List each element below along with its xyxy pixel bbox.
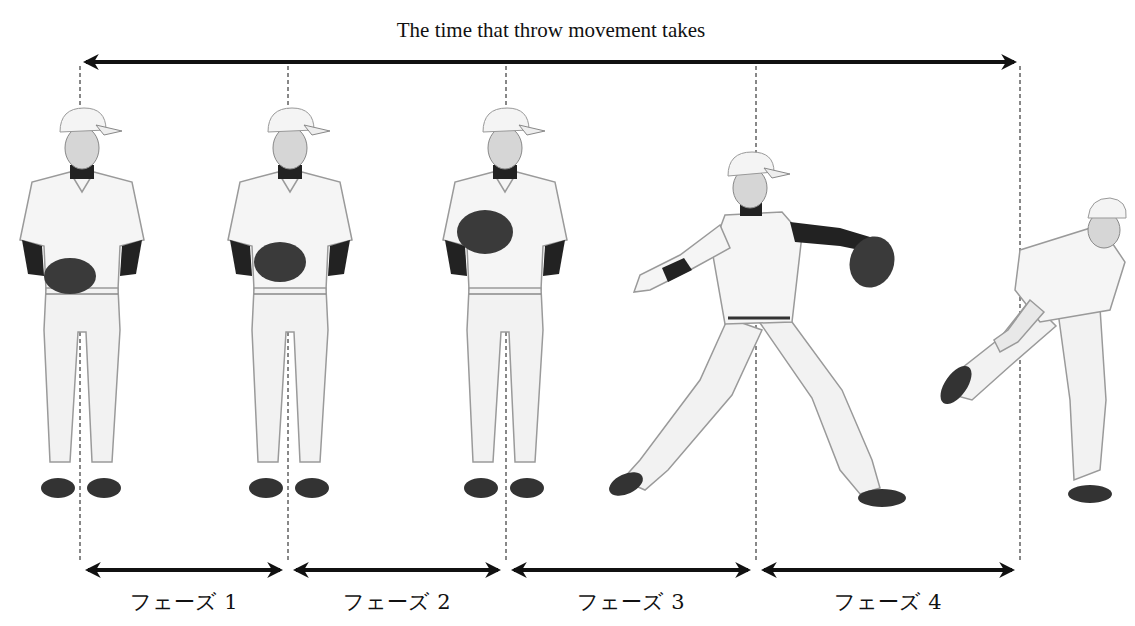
belt xyxy=(728,317,790,320)
arm xyxy=(994,300,1044,352)
shoe xyxy=(934,361,977,410)
diagram-title: The time that throw movement takes xyxy=(397,18,706,43)
player-figure xyxy=(443,108,567,498)
phase-label: フェーズ 2 xyxy=(343,588,450,616)
front-leg xyxy=(758,320,880,494)
phase-span-arrow xyxy=(514,568,748,572)
player-figure xyxy=(934,198,1126,503)
phase-label: フェーズ 4 xyxy=(834,588,941,616)
phase-dividers xyxy=(80,66,1020,562)
glove xyxy=(254,242,306,282)
glove xyxy=(44,258,96,294)
phase-span-arrow xyxy=(764,568,1012,572)
shoe xyxy=(858,489,906,507)
phase-label: フェーズ 3 xyxy=(577,588,684,616)
shoe xyxy=(605,467,646,500)
glove xyxy=(457,210,513,254)
cap xyxy=(1088,198,1126,218)
cap-brim xyxy=(764,168,790,178)
front-leg xyxy=(1058,308,1106,480)
torso xyxy=(712,212,802,324)
shoe xyxy=(1068,485,1112,503)
phase-arrows xyxy=(88,568,1012,572)
total-span-arrow xyxy=(86,60,1014,64)
phase-span-arrow xyxy=(88,568,280,572)
back-leg xyxy=(622,318,762,490)
player-figure xyxy=(228,108,352,498)
phase-span-arrow xyxy=(296,568,498,572)
throwing-arm xyxy=(634,225,730,292)
player-figure xyxy=(20,108,144,498)
phase-label: フェーズ 1 xyxy=(130,588,237,616)
sleeve xyxy=(662,258,692,282)
glove xyxy=(842,230,901,294)
player-figure xyxy=(605,152,906,507)
